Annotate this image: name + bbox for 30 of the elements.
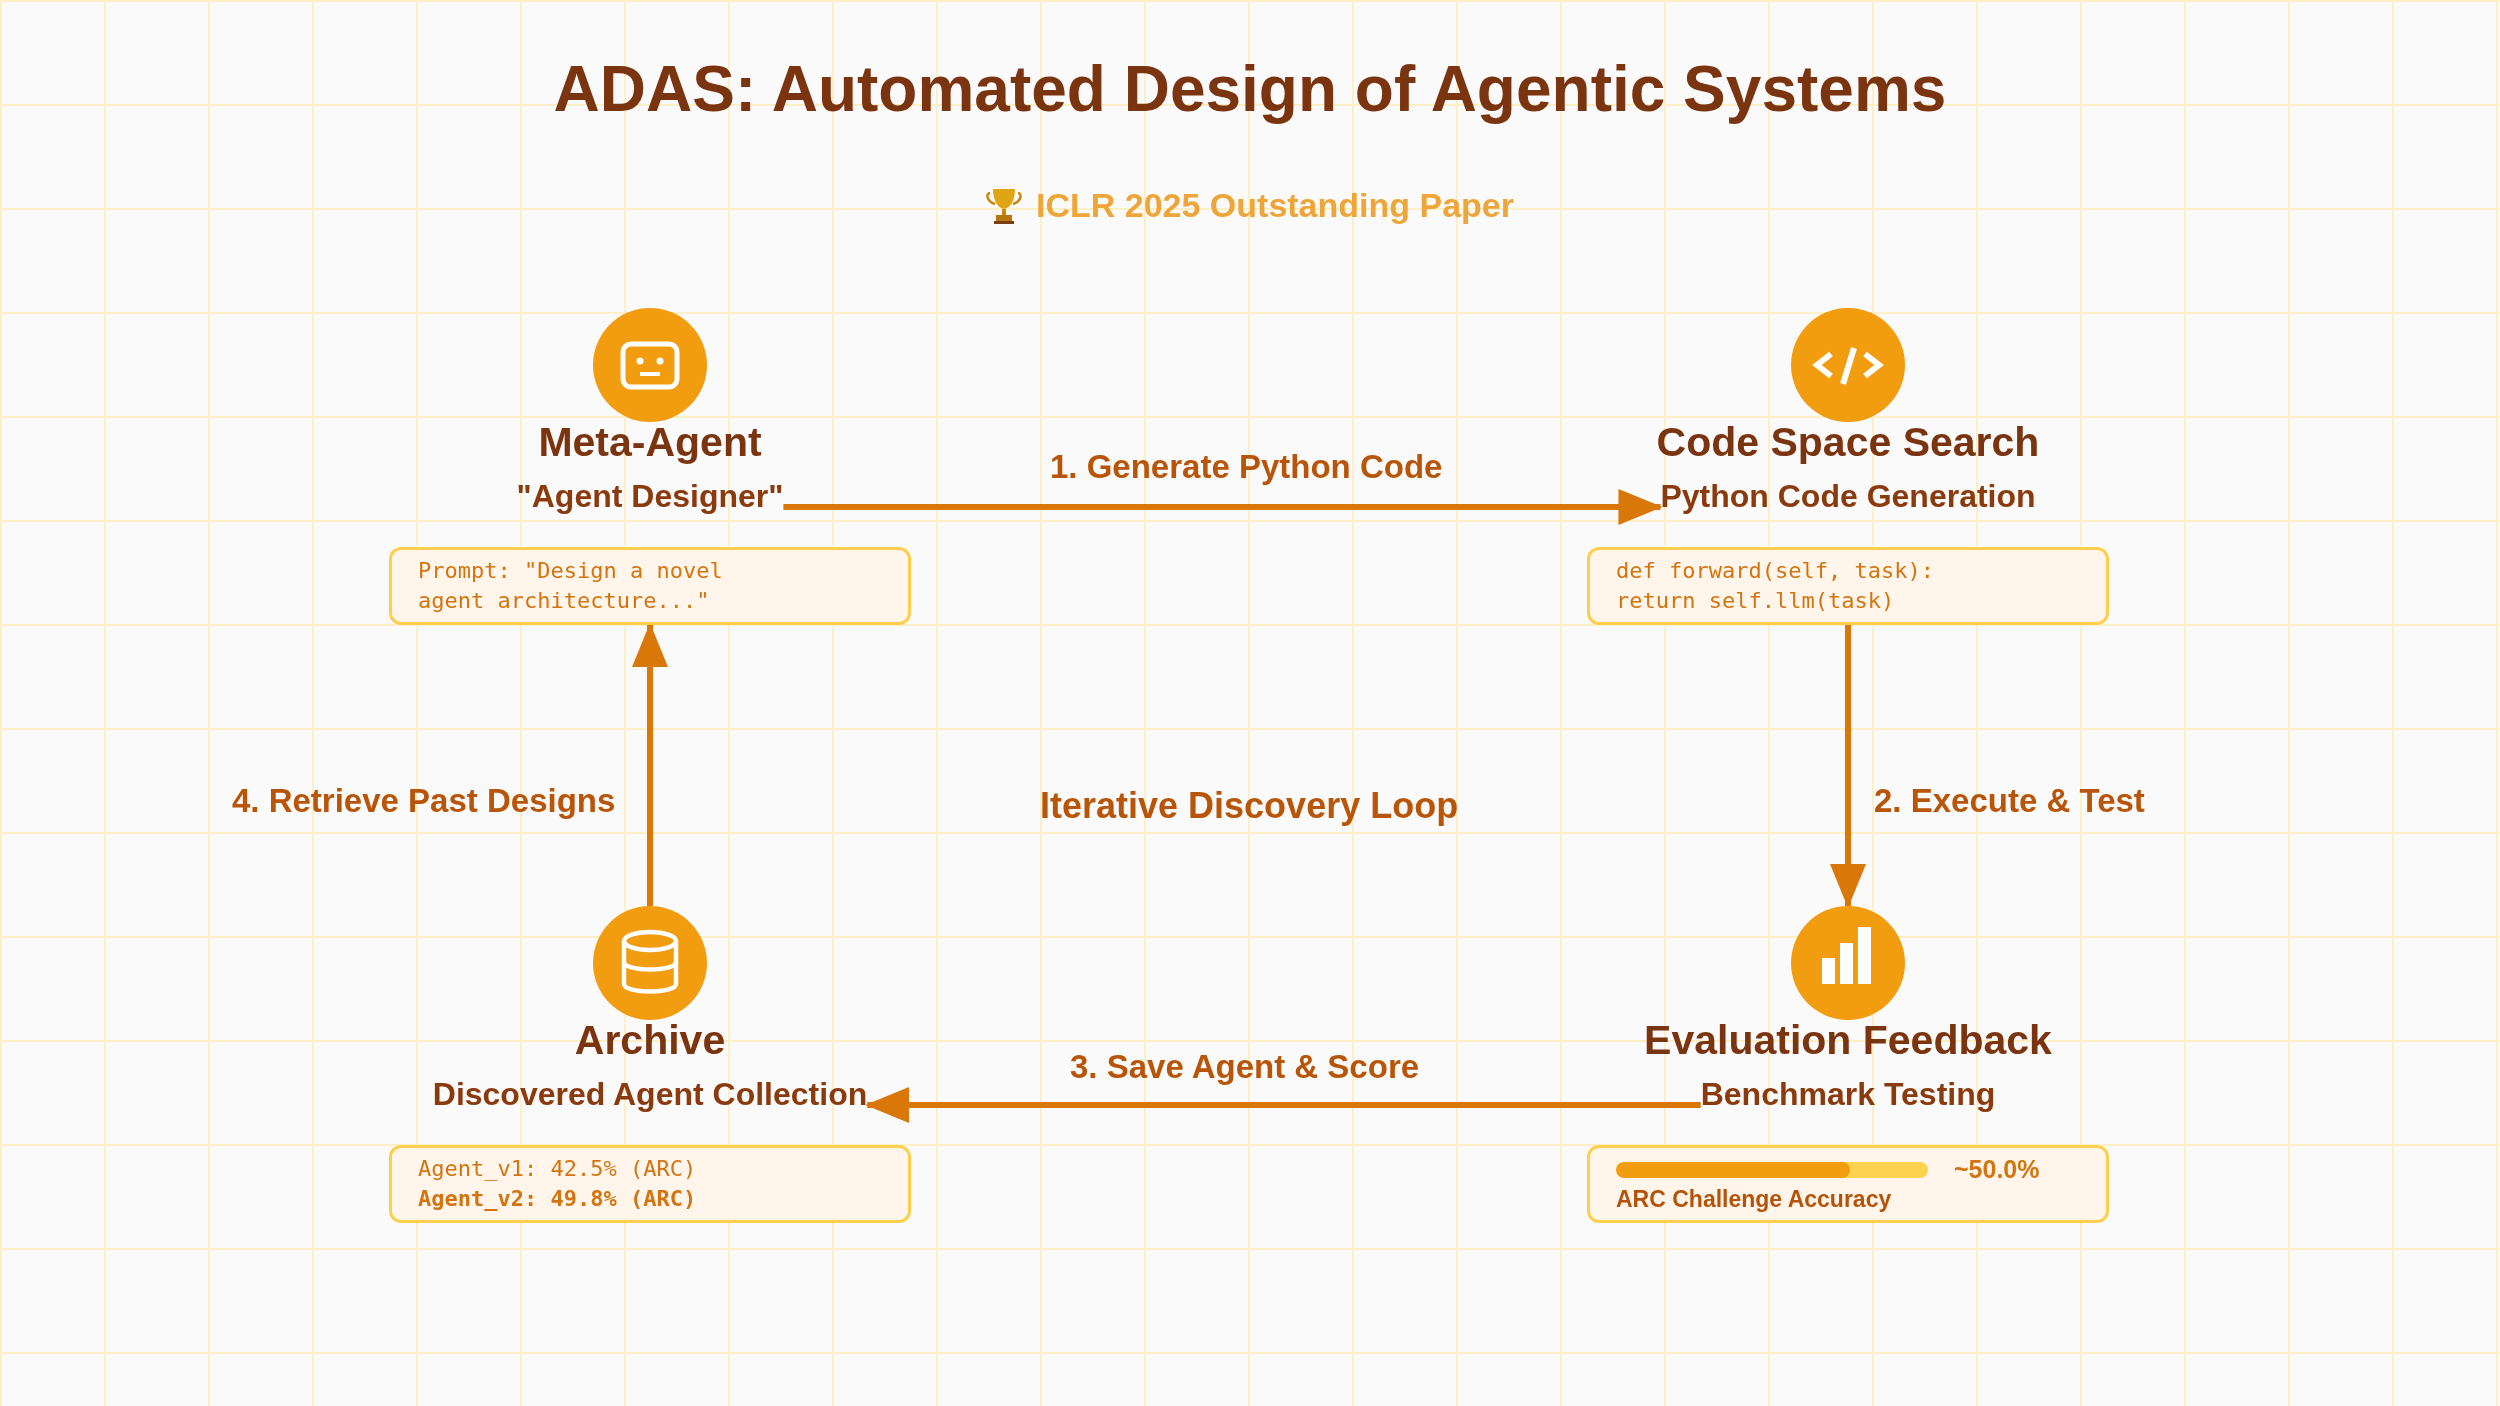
info-box [389,547,911,625]
score-entry: Agent_v2: 49.8% (ARC) [418,1185,698,1213]
node-subtitle: Discovered Agent Collection [432,1075,868,1114]
title: ADAS: Automated Design of Agentic Systems [552,52,1948,126]
edge-label: 3. Save Agent & Score [1070,1048,1420,1086]
node-subtitle: "Agent Designer" [516,477,784,516]
arrow [865,1087,1701,1123]
loop-label: Iterative Discovery Loop [1040,785,1459,827]
arrow [783,489,1663,525]
progress-caption: ARC Challenge Accuracy [1616,1186,1893,1213]
node-subtitle: Python Code Generation [1660,477,2036,516]
award-subtitle: ICLR 2025 Outstanding Paper [1036,186,1514,225]
node-title: Meta-Agent [538,418,762,466]
node-title: Archive [574,1016,726,1064]
arrow [1830,625,1866,908]
info-box [389,1145,911,1223]
code-text: Prompt: "Design a novel agent architecture..." [418,557,724,615]
node-subtitle: Benchmark Testing [1700,1075,1996,1114]
info-box [1587,547,2109,625]
edge-label: 4. Retrieve Past Designs [232,782,616,820]
node-title: Evaluation Feedback [1644,1016,2052,1064]
score-entry: Agent_v1: 42.5% (ARC) [418,1155,698,1183]
edge-label: 1. Generate Python Code [1050,448,1443,486]
code-line: return self.llm(task) [1616,587,1896,615]
percentage-value: ~50.0% [1954,1155,2040,1184]
arrow [632,623,668,906]
node-title: Code Space Search [1656,418,2040,466]
edge-label: 2. Execute & Test [1874,782,2145,820]
code-line: def forward(self, task): [1616,557,1935,585]
info-box [1587,1145,2109,1223]
